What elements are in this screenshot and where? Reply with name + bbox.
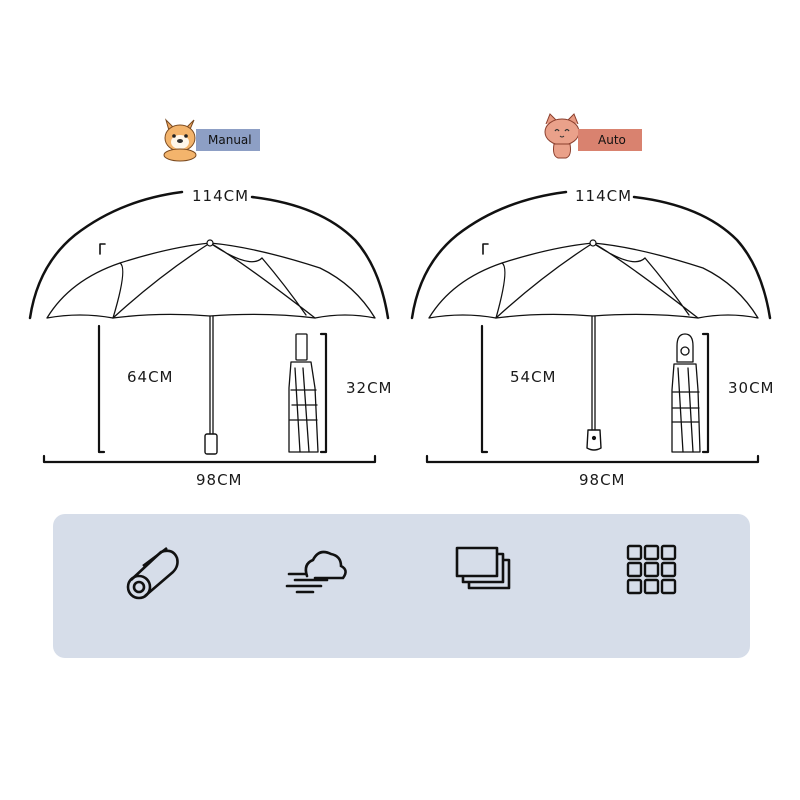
auto-umbrella [410,190,772,464]
manual-span-line [42,454,377,464]
manual-height-bracket [97,324,106,454]
manual-handle [204,433,218,455]
auto-diameter-arc [410,190,568,320]
wind-cloud-icon [285,550,347,594]
auto-height-label: 54CM [510,368,557,386]
grid-icon [626,544,677,595]
manual-folded-umbrella [288,333,319,453]
auto-diameter-label: 114CM [575,187,633,205]
manual-folded-label: 32CM [346,379,393,397]
auto-badge-label: Auto [598,133,626,147]
auto-folded-bracket [701,332,710,454]
auto-canopy [428,242,759,319]
shiba-dog-mascot-icon [163,118,197,162]
auto-top-knob [589,239,597,247]
manual-folded-bracket [319,332,328,454]
roll-fabric-icon [126,546,179,600]
manual-diameter-arc-right [250,195,390,320]
layers-icon [455,546,511,590]
auto-span-label: 98CM [579,471,626,489]
manual-diameter-label: 114CM [192,187,250,205]
manual-umbrella [28,190,390,464]
umbrella-dimension-diagram [28,190,772,464]
manual-diameter-arc [28,190,184,320]
auto-badge: Auto [578,129,642,151]
manual-ribs [112,242,316,319]
manual-badge: Manual [196,129,260,151]
auto-diameter-arc-right [632,195,772,320]
auto-height-bracket [480,324,489,454]
auto-span-line [425,454,760,464]
manual-tip-marker [99,243,106,255]
manual-canopy [46,242,376,319]
manual-top-knob [206,239,214,247]
manual-height-label: 64CM [127,368,174,386]
feature-panel [53,514,750,658]
manual-span-label: 98CM [196,471,243,489]
auto-tip-marker [482,243,489,255]
auto-ribs [495,242,699,319]
auto-folded-umbrella [671,333,701,453]
auto-folded-label: 30CM [728,379,775,397]
manual-badge-label: Manual [208,133,252,147]
auto-handle [586,429,602,451]
cat-mascot-icon [544,113,580,159]
